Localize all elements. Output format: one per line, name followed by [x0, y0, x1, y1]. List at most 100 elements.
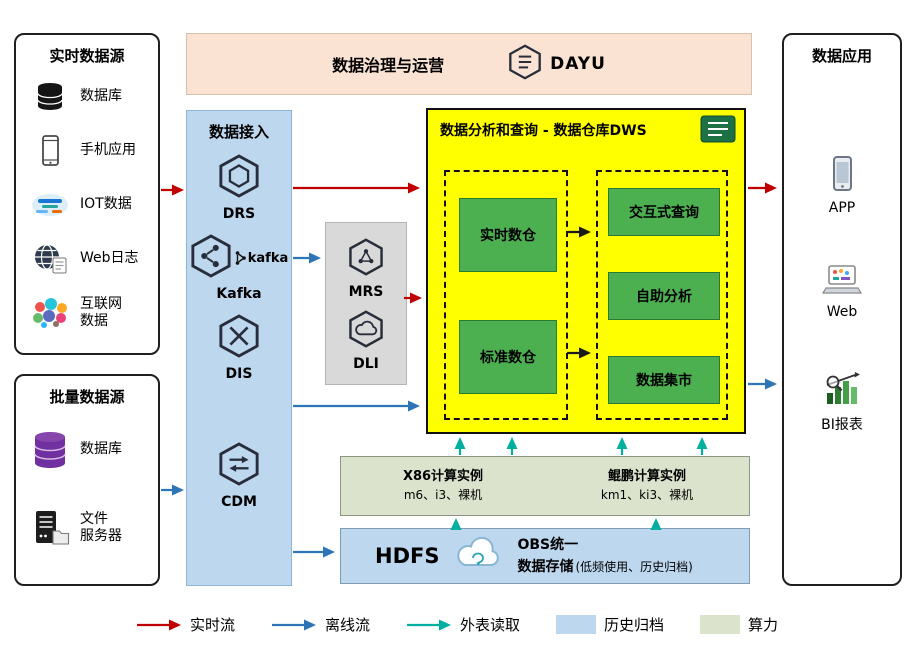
kafka-logo: kafka [234, 250, 289, 266]
legend-label: 离线流 [324, 616, 370, 634]
service-dis: DIS [187, 313, 291, 382]
batch-sources-title: 批量数据源 [49, 388, 125, 406]
legend-history-archive: 历史归档 [556, 614, 664, 635]
dws-warehouse-group: 实时数仓 标准数仓 [444, 170, 568, 420]
obs-note: (低频使用、历史归档) [575, 559, 693, 574]
app-label: Web [826, 304, 858, 320]
kafka-logo-text: kafka [247, 250, 289, 266]
app-label: APP [828, 200, 856, 216]
self-service-analysis-box: 自助分析 [608, 272, 720, 320]
source-item-iot: IOT数据 [16, 178, 158, 232]
web-globe-icon [26, 242, 74, 276]
app-item-app: APP [784, 155, 900, 216]
ingestion-title: 数据接入 [208, 123, 269, 141]
applications-title: 数据应用 [811, 47, 872, 65]
service-dli: DLI [326, 309, 406, 372]
legend-label: 实时流 [189, 616, 235, 634]
legend-offline-flow: 离线流 [271, 614, 370, 635]
realtime-sources-title: 实时数据源 [49, 47, 125, 65]
source-label: IOT数据 [80, 196, 132, 213]
database-purple-icon [26, 429, 74, 471]
source-item-mobile: 手机应用 [16, 124, 158, 178]
data-mart-box: 数据集市 [608, 356, 720, 404]
applications-panel: 数据应用 APP Web BI报表 [782, 33, 902, 586]
source-item-weblog: Web日志 [16, 232, 158, 286]
governance-bar: 数据治理与运营 DAYU [186, 33, 752, 95]
service-label: Kafka [216, 286, 262, 302]
source-label: 互联网 数据 [80, 295, 122, 330]
service-kafka: kafka Kafka [187, 233, 291, 302]
source-label: 文件 服务器 [80, 510, 122, 545]
dws-product-icon [700, 115, 736, 147]
obs-line2: 数据存储 [517, 558, 574, 575]
interactive-query-box: 交互式查询 [608, 188, 720, 236]
realtime-sources-list: 数据库 手机应用 IOT数据 Web日志 [16, 70, 158, 340]
file-server-icon [26, 509, 74, 547]
kafka-icon-row: kafka [190, 233, 289, 283]
engines-panel: MRS DLI [325, 222, 407, 385]
archive-swatch [556, 615, 596, 634]
mobile-phone-icon [26, 134, 74, 168]
source-label: 数据库 [80, 88, 122, 105]
legend-label: 算力 [748, 616, 779, 634]
service-label: MRS [348, 284, 384, 300]
red-arrow-icon [136, 619, 181, 630]
dws-title: 数据分析和查询 - 数据仓库DWS [440, 123, 647, 139]
mrs-hexagon-icon [348, 237, 384, 281]
realtime-sources-panel: 实时数据源 数据库 手机应用 IOT数据 [14, 33, 160, 355]
batch-sources-panel: 批量数据源 数据库 文件 服务器 [14, 374, 160, 586]
standard-warehouse-box: 标准数仓 [459, 320, 557, 394]
source-item-file-server: 文件 服务器 [16, 489, 158, 567]
kafka-logo-icon [235, 251, 246, 265]
governance-title: 数据治理与运营 [332, 56, 445, 75]
source-item-internet: 互联网 数据 [16, 286, 158, 340]
web-app-icon [821, 263, 863, 301]
service-label: CDM [221, 494, 257, 510]
iot-icon [26, 190, 74, 220]
storage-panel: HDFS OBS统一 数据存储(低频使用、历史归档) [340, 528, 750, 584]
kunpeng-compute: 鲲鹏计算实例 km1、ki3、裸机 [545, 457, 749, 515]
service-mrs: MRS [326, 237, 406, 300]
legend-realtime-flow: 实时流 [136, 614, 235, 635]
internet-data-icon [26, 297, 74, 329]
service-label: DIS [225, 366, 253, 382]
app-phone-icon [827, 155, 857, 197]
dli-hexagon-icon [348, 309, 384, 353]
source-label: 数据库 [80, 441, 122, 458]
app-label: BI报表 [821, 417, 863, 433]
compute-instances-panel: X86计算实例 m6、i3、裸机 鲲鹏计算实例 km1、ki3、裸机 [340, 456, 750, 516]
service-label: DRS [222, 206, 256, 222]
source-item-batch-database: 数据库 [16, 411, 158, 489]
blue-arrow-icon [271, 619, 316, 630]
service-label: DLI [353, 356, 379, 372]
cdm-hexagon-icon [218, 441, 260, 491]
batch-sources-list: 数据库 文件 服务器 [16, 411, 158, 567]
compute-swatch [700, 615, 741, 634]
legend-label: 外表读取 [459, 616, 520, 634]
source-label: 手机应用 [80, 142, 136, 159]
x86-compute: X86计算实例 m6、i3、裸机 [341, 457, 545, 515]
legend-label: 历史归档 [604, 616, 665, 634]
legend-external-read: 外表读取 [406, 614, 520, 635]
dis-hexagon-icon [218, 313, 260, 363]
service-cdm: CDM [187, 441, 291, 510]
kunpeng-compute-title: 鲲鹏计算实例 [607, 468, 686, 484]
dws-panel: 数据分析和查询 - 数据仓库DWS 实时数仓 标准数仓 交互式查询 自助分析 数… [426, 108, 746, 434]
dayu-logo-text: DAYU [550, 54, 606, 74]
kafka-hexagon-icon [190, 233, 232, 283]
x86-compute-title: X86计算实例 [402, 468, 484, 484]
bi-report-icon [821, 371, 863, 411]
ingestion-panel: 数据接入 DRS kafka Kafka DIS [186, 110, 292, 586]
teal-arrow-icon [406, 619, 451, 630]
app-item-bi: BI报表 [784, 371, 900, 434]
drs-hexagon-icon [218, 153, 260, 203]
x86-compute-spec: m6、i3、裸机 [403, 487, 483, 502]
source-item-database: 数据库 [16, 70, 158, 124]
source-label: Web日志 [80, 250, 139, 267]
hdfs-label: HDFS [375, 544, 440, 568]
database-icon [26, 80, 74, 114]
legend-compute-power: 算力 [700, 614, 778, 635]
dayu-logo: DAYU [508, 43, 606, 85]
dws-analysis-group: 交互式查询 自助分析 数据集市 [596, 170, 728, 420]
